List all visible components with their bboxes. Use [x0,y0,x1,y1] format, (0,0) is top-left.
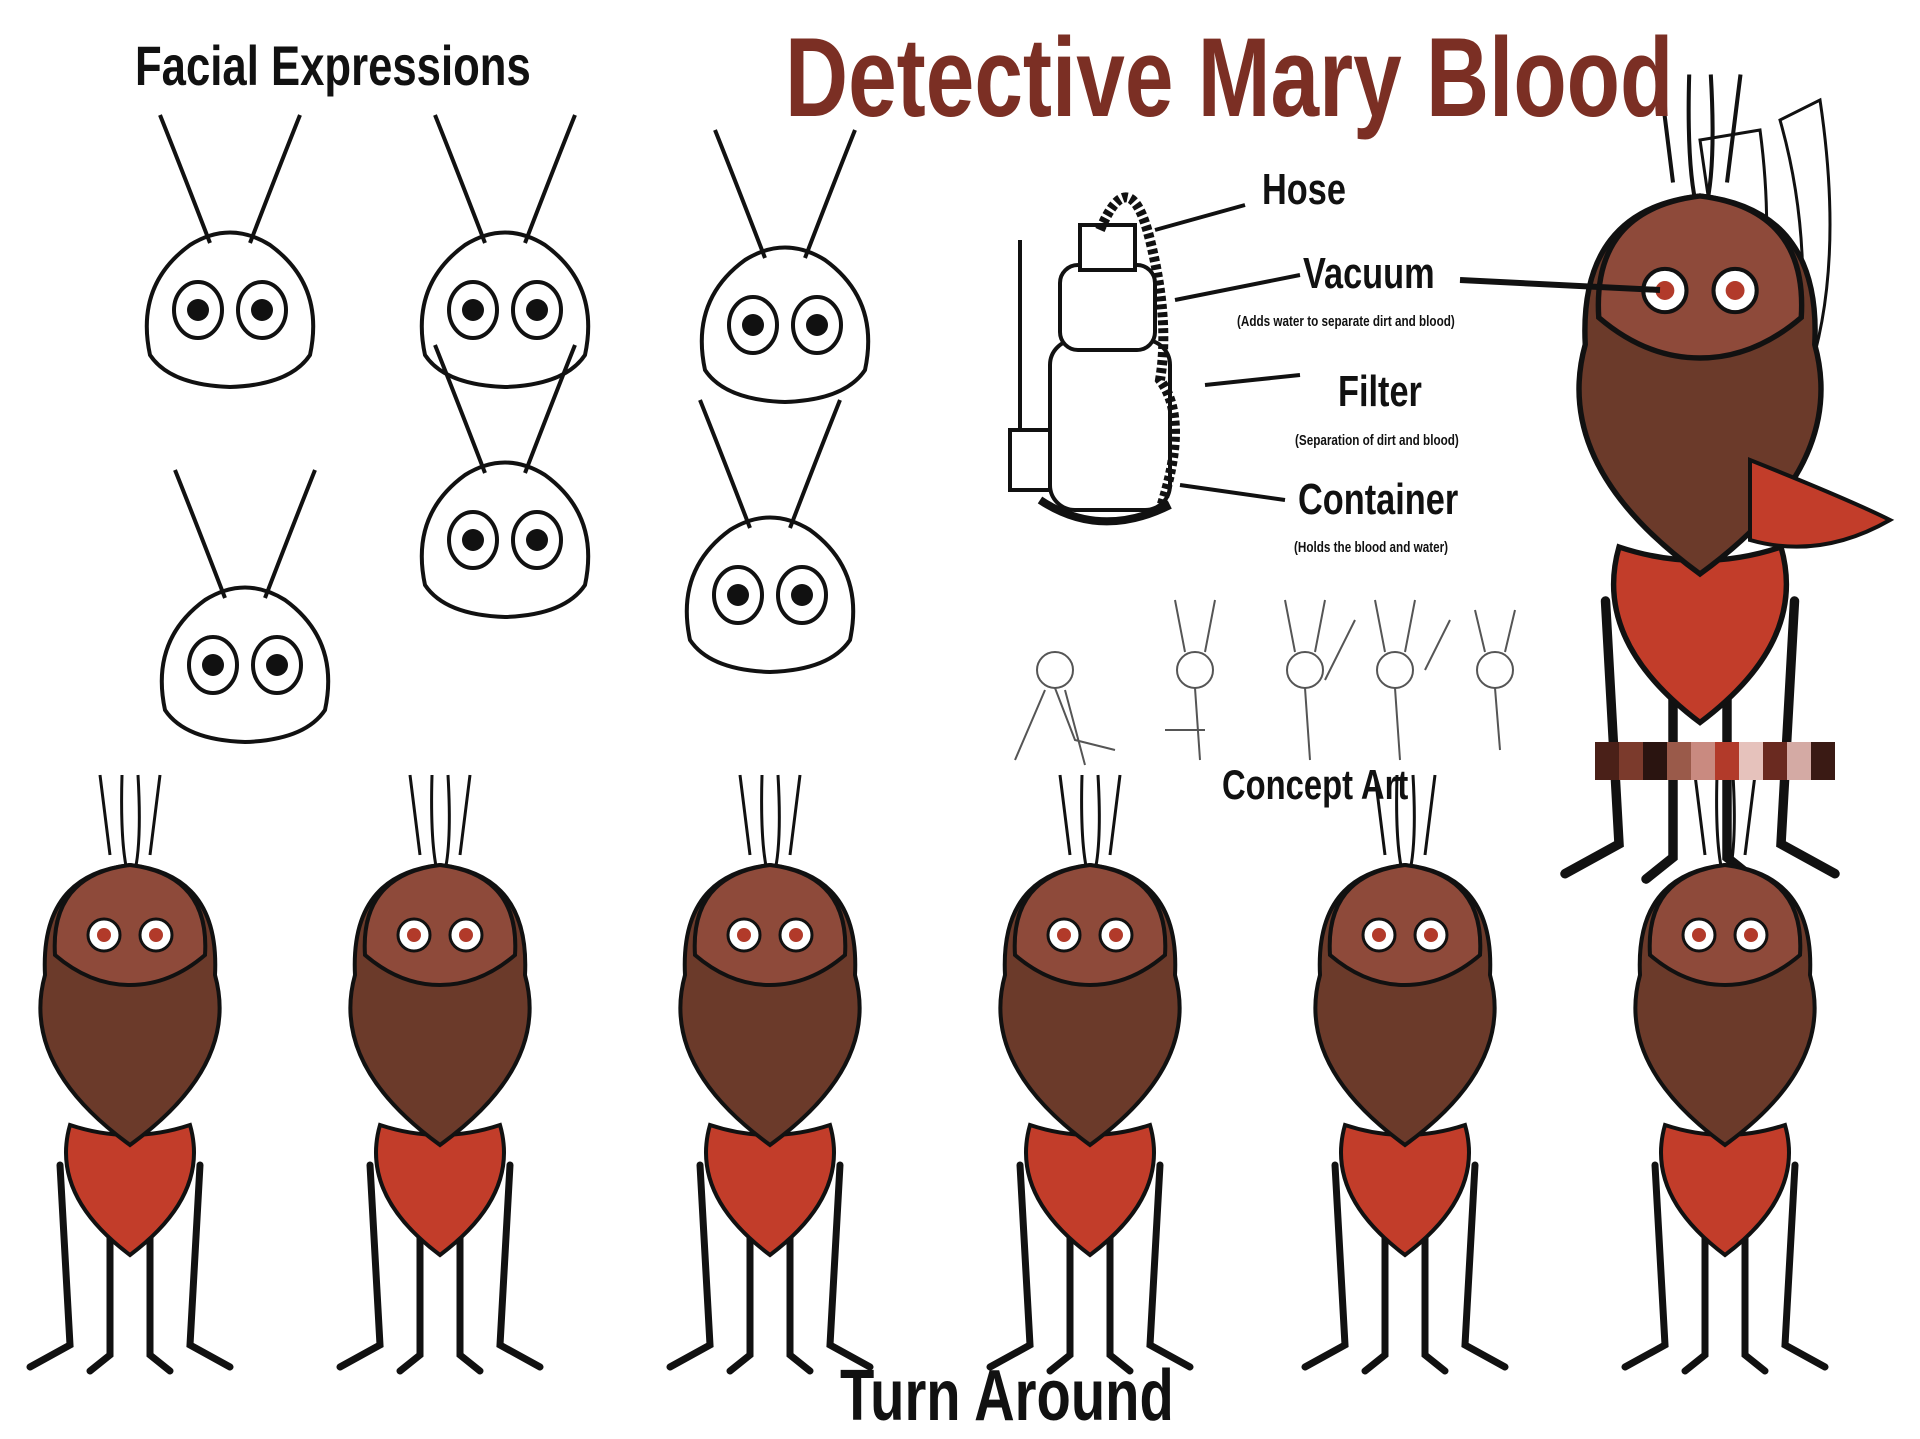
facial-expression-3 [699,128,871,404]
main-character-illustration [1459,75,1895,880]
facial-expression-4 [159,468,331,744]
palette-swatch [1619,742,1643,780]
palette-swatch [1643,742,1667,780]
turnaround-figure-4 [990,775,1190,1371]
turnaround-figure-5 [1305,775,1505,1371]
turnaround-figure-1 [30,775,230,1371]
palette-swatch [1739,742,1763,780]
equipment-label-container: Container [1298,475,1459,524]
concept-art-sketches [1014,599,1516,766]
equipment-note-container: (Holds the blood and water) [1294,539,1449,556]
turnaround-figure-6 [1625,775,1825,1371]
equipment-label-vacuum: Vacuum [1303,249,1435,298]
palette-swatch [1787,742,1811,780]
concept-art-heading: Concept Art [1222,761,1409,808]
equipment-note-filter: (Separation of dirt and blood) [1295,432,1459,449]
facial-expression-1 [144,113,316,389]
equipment-label-hose: Hose [1262,165,1346,214]
turnaround-figure-2 [340,775,540,1371]
palette-swatch [1595,742,1619,780]
palette-swatch [1715,742,1739,780]
equipment-sketch [1008,192,1301,526]
turnaround-figure-3 [670,775,870,1371]
page-title: Detective Mary Blood [785,15,1674,140]
turn-around-heading: Turn Around [840,1356,1174,1436]
palette-swatch [1763,742,1787,780]
equipment-note-vacuum: (Adds water to separate dirt and blood) [1237,313,1455,330]
facial-expression-6 [684,398,856,674]
palette-swatch [1811,742,1835,780]
facial-expression-2 [419,113,591,389]
palette-swatch [1691,742,1715,780]
palette-swatch [1667,742,1691,780]
color-palette [1595,742,1835,780]
facial-expressions-heading: Facial Expressions [135,34,531,97]
equipment-label-filter: Filter [1338,367,1422,416]
